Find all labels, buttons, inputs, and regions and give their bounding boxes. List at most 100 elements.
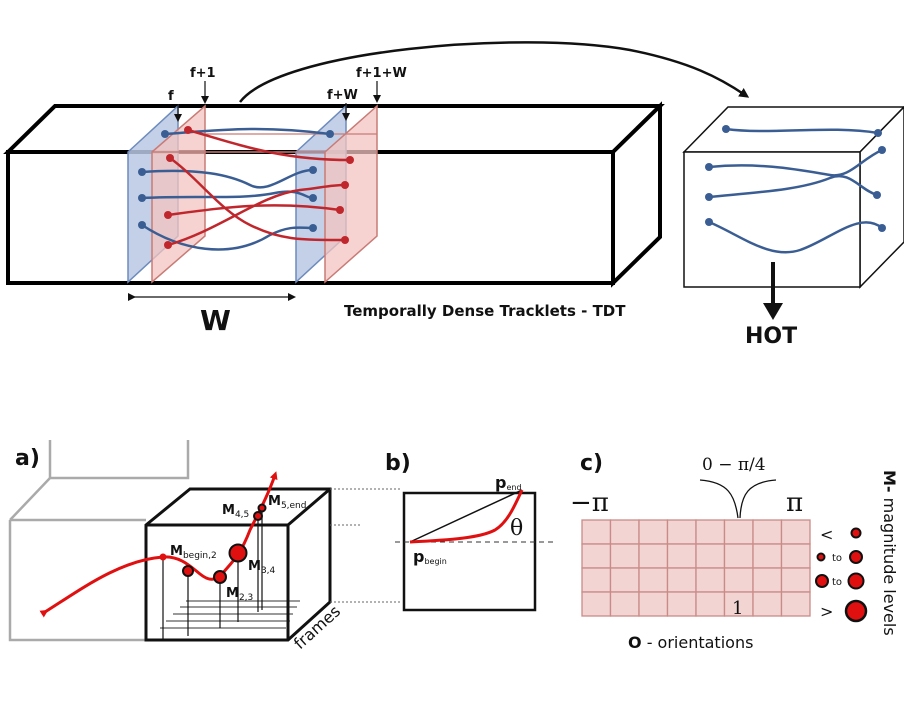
- hot-tracklet: [708, 148, 883, 177]
- grid-cell: [723, 519, 754, 545]
- trajectory-point: [159, 553, 167, 561]
- label-p-end: pend: [495, 473, 522, 492]
- legend-less-than: <: [820, 525, 833, 544]
- label-f-1-w: f+1+W: [356, 66, 407, 81]
- label-m-4-5: M4,5: [222, 503, 249, 520]
- grid-cell: [581, 567, 612, 593]
- grid-cell: [752, 567, 783, 593]
- grid-cell: [666, 591, 697, 617]
- grid-cell: [638, 519, 669, 545]
- legend-to: to: [832, 553, 842, 564]
- label-f: f: [168, 89, 174, 104]
- window-label: W: [200, 304, 231, 337]
- legend-to: to: [832, 577, 842, 588]
- panel-b-frame: [402, 491, 537, 612]
- red-tracklet: [187, 128, 351, 162]
- hot-tracklets: [708, 127, 883, 254]
- grid-cell: [695, 543, 726, 569]
- grid-cell: [752, 519, 783, 545]
- grid-cell: [609, 543, 640, 569]
- blue-tracklet: [141, 190, 314, 200]
- label-m-2-3: M2,3: [226, 586, 253, 603]
- hot-tracklet-endpoints: [705, 125, 886, 232]
- panel-a-floor-grid: [160, 600, 300, 629]
- legend-circle: [815, 574, 829, 588]
- grid-cell: [752, 591, 783, 617]
- orientations-label: O - orientations: [628, 633, 753, 652]
- legend-circle: [849, 550, 863, 564]
- neg-pi-label: −π: [570, 488, 609, 518]
- bin-range-label: 0 − π/4: [702, 455, 766, 475]
- grid-cell: [581, 543, 612, 569]
- blue-tracklet: [164, 127, 331, 136]
- red-tracklet: [167, 183, 346, 247]
- pos-pi-label: π: [786, 488, 803, 518]
- hot-tracklet: [708, 220, 883, 254]
- blue-tracklets: [141, 127, 331, 251]
- grid-cell: [780, 591, 811, 617]
- legend-circle-large: [844, 599, 868, 623]
- panel-c-tag: c): [580, 451, 603, 476]
- grid-cell: [723, 591, 754, 617]
- panel-a-tag: a): [15, 446, 40, 471]
- label-m-begin: Mbegin,2: [170, 544, 217, 561]
- grid-cell: [581, 591, 612, 617]
- hot-arrow-head: [763, 303, 783, 320]
- hot-tracklet: [708, 174, 878, 199]
- blue-tracklet: [141, 223, 314, 251]
- grid-cell: [638, 567, 669, 593]
- grid-cell: [581, 519, 612, 545]
- legend-greater-than: >: [820, 602, 833, 621]
- bin-brace: [699, 479, 777, 519]
- grid-cell: [723, 567, 754, 593]
- grid-cell: [666, 519, 697, 545]
- panel-b-trajectory: [409, 489, 524, 544]
- hot-tracklet: [725, 127, 879, 135]
- transfer-arrow: [239, 41, 750, 103]
- grid-cell: [752, 543, 783, 569]
- grid-cell: [609, 591, 640, 617]
- grid-cell: [695, 591, 726, 617]
- label-m-5-end: M5,end: [268, 494, 306, 511]
- magnitude-levels-label: M- magnitude levels: [880, 470, 899, 636]
- grid-cell-value: 1: [732, 598, 743, 619]
- hot-label: HOT: [745, 324, 797, 349]
- blue-tracklet-endpoints: [138, 130, 334, 232]
- frames-label: frames: [290, 602, 344, 653]
- legend-circle: [847, 572, 865, 590]
- legend-circle: [816, 552, 826, 562]
- grid-cell: [666, 543, 697, 569]
- panel-b-chord: [409, 489, 523, 543]
- grid-cell: [695, 519, 726, 545]
- label-f-w: f+W: [327, 88, 358, 103]
- red-tracklet: [169, 156, 346, 242]
- theta-label: θ: [510, 516, 523, 541]
- grid-cell: [638, 543, 669, 569]
- grid-cell: [780, 567, 811, 593]
- panel-b-tag: b): [385, 451, 411, 476]
- red-tracklets: [167, 128, 351, 247]
- label-m-3-4: M3,4: [248, 559, 276, 576]
- tdt-label: Temporally Dense Tracklets - TDT: [344, 302, 626, 320]
- panel-a-guides: [330, 488, 400, 603]
- red-tracklet: [167, 204, 341, 217]
- panel-a-drop-lines: [162, 508, 263, 640]
- magnitude-legend: < to to >: [815, 525, 868, 623]
- legend-circle-small: [850, 527, 862, 539]
- grid-cell: [780, 519, 811, 545]
- grid-cell: [638, 591, 669, 617]
- label-f-1: f+1: [190, 66, 216, 81]
- grid-cell: [609, 567, 640, 593]
- blue-tracklet: [141, 168, 314, 189]
- panel-a-trajectory: [39, 471, 278, 618]
- grid-cell: [780, 543, 811, 569]
- grid-cell: [695, 567, 726, 593]
- orientation-magnitude-grid: [581, 519, 811, 617]
- grid-cell: [609, 519, 640, 545]
- grid-cell: [723, 543, 754, 569]
- grid-cell: [666, 567, 697, 593]
- panel-a-magnitude-points: [182, 503, 267, 584]
- label-p-begin: pbegin: [413, 547, 447, 566]
- red-tracklet-endpoints: [164, 126, 354, 249]
